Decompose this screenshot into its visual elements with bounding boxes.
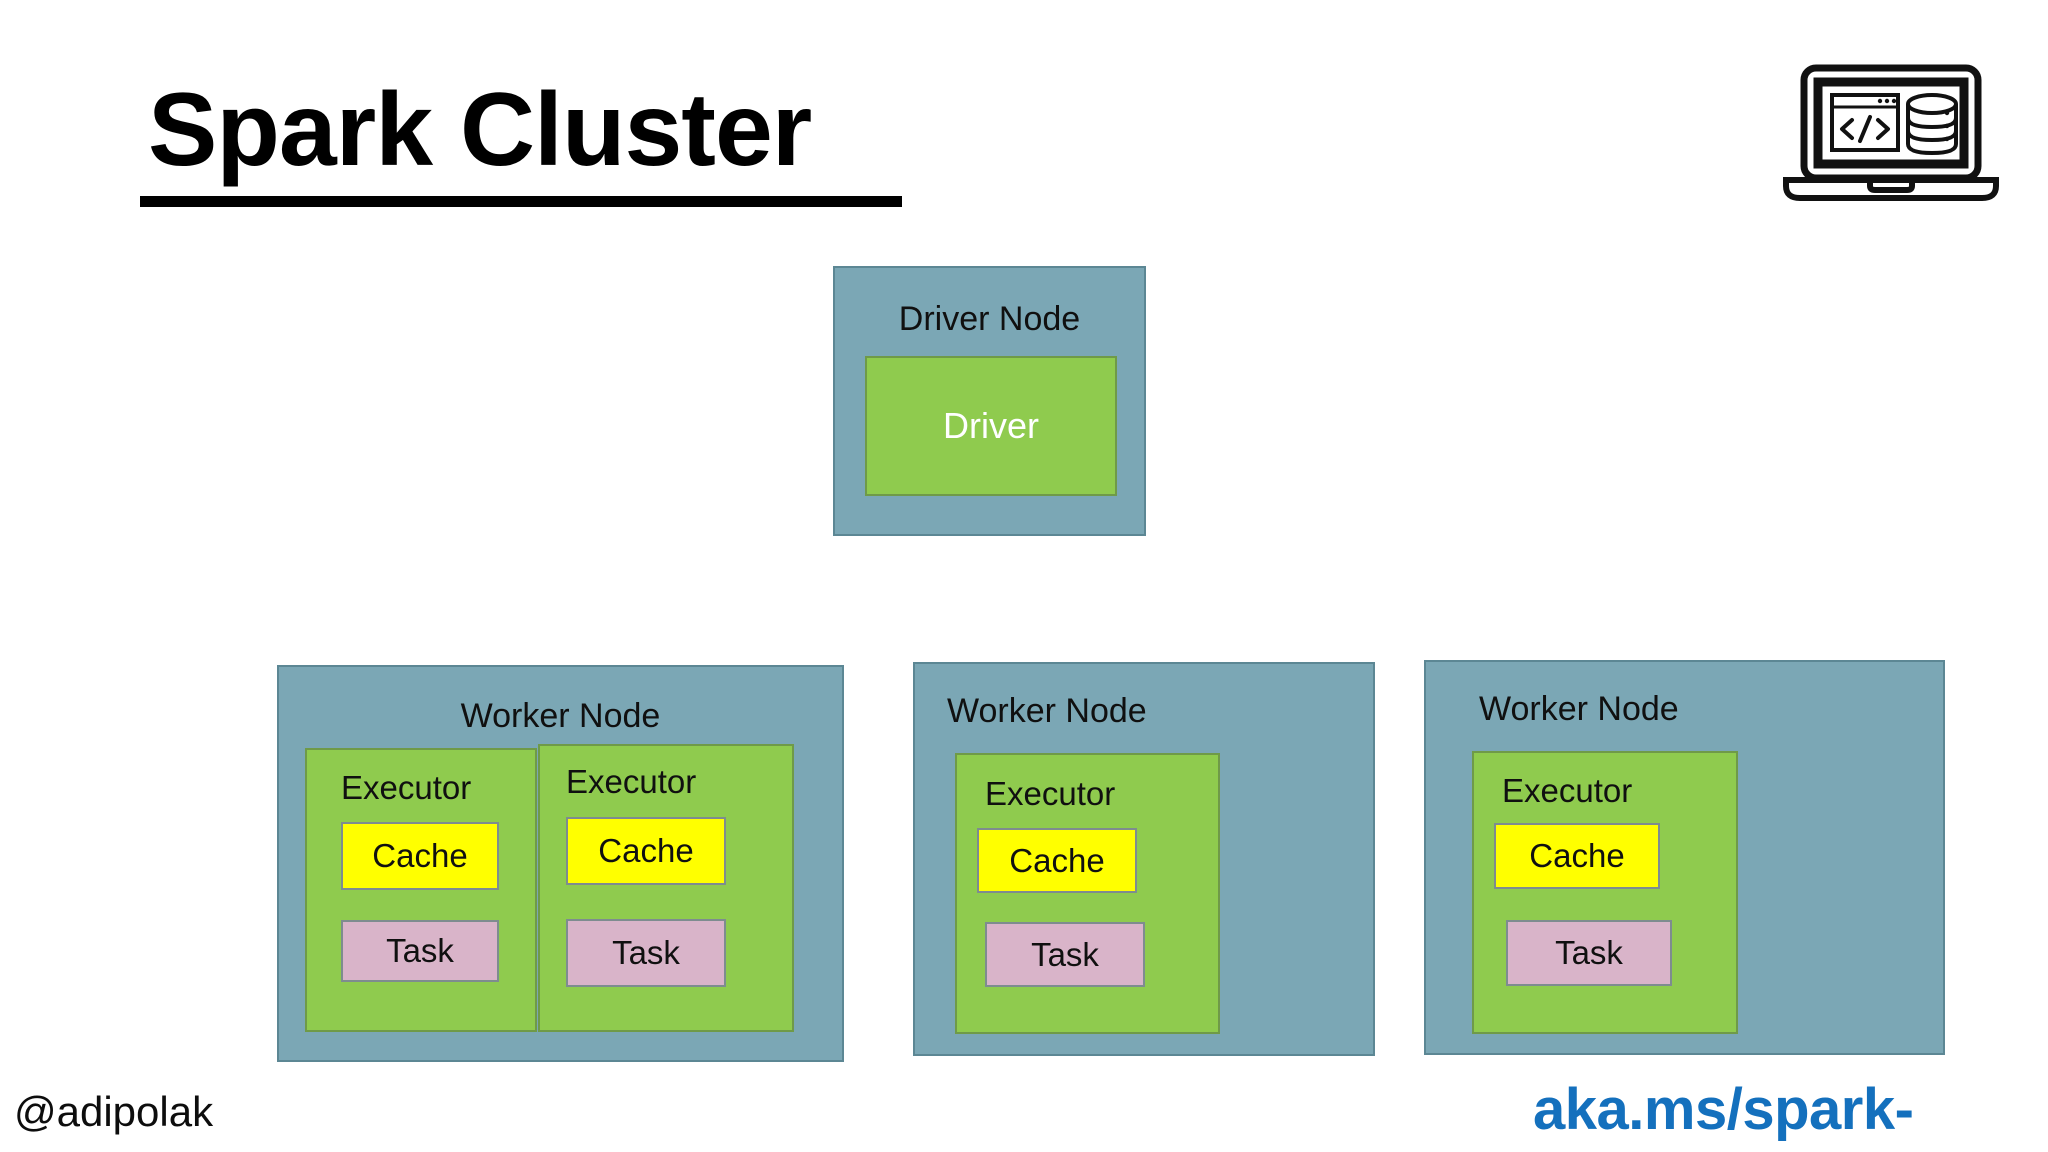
task-box: Task xyxy=(1506,920,1672,986)
cache-box: Cache xyxy=(1494,823,1660,889)
task-box: Task xyxy=(985,922,1145,987)
cache-box: Cache xyxy=(566,817,726,885)
executor-label: Executor xyxy=(985,775,1116,812)
worker-node-1-executor-1: Executor Cache Task xyxy=(305,748,537,1032)
worker-node-1-executor-2: Executor Cache Task xyxy=(538,744,794,1032)
worker-node-2-title: Worker Node xyxy=(947,692,1147,730)
worker-node-2-executor-1: Executor Cache Task xyxy=(955,753,1220,1034)
worker-node-3: Worker Node Executor Cache Task xyxy=(1424,660,1945,1055)
executor-label: Executor xyxy=(341,769,472,806)
task-label: Task xyxy=(612,934,680,971)
driver-box: Driver xyxy=(865,356,1117,496)
task-label: Task xyxy=(1555,934,1623,971)
page-title: Spark Cluster xyxy=(148,72,812,188)
task-label: Task xyxy=(1031,935,1099,973)
cache-label: Cache xyxy=(1529,837,1625,874)
cache-label: Cache xyxy=(1009,841,1105,879)
cache-label: Cache xyxy=(372,837,468,874)
worker-node-1: Worker Node Executor Cache Task Executor… xyxy=(277,665,844,1062)
promo-link[interactable]: aka.ms/spark- xyxy=(1533,1077,1914,1142)
driver-label: Driver xyxy=(943,405,1039,446)
cache-label: Cache xyxy=(598,832,694,869)
worker-node-3-executor-1: Executor Cache Task xyxy=(1472,751,1738,1034)
worker-node-3-title: Worker Node xyxy=(1479,690,1679,728)
page-title-underline xyxy=(140,196,902,207)
cache-box: Cache xyxy=(977,828,1137,893)
executor-label: Executor xyxy=(1502,772,1633,809)
driver-node: Driver Node Driver xyxy=(833,266,1146,536)
worker-node-2: Worker Node Executor Cache Task xyxy=(913,662,1375,1056)
cache-box: Cache xyxy=(341,822,499,890)
task-box: Task xyxy=(566,919,726,987)
executor-label: Executor xyxy=(566,763,697,800)
laptop-code-database-icon xyxy=(1782,62,2000,202)
worker-node-1-title: Worker Node xyxy=(460,697,661,735)
driver-node-title: Driver Node xyxy=(898,300,1081,338)
task-box: Task xyxy=(341,920,499,982)
author-handle: @adipolak xyxy=(14,1088,214,1135)
task-label: Task xyxy=(386,932,454,969)
